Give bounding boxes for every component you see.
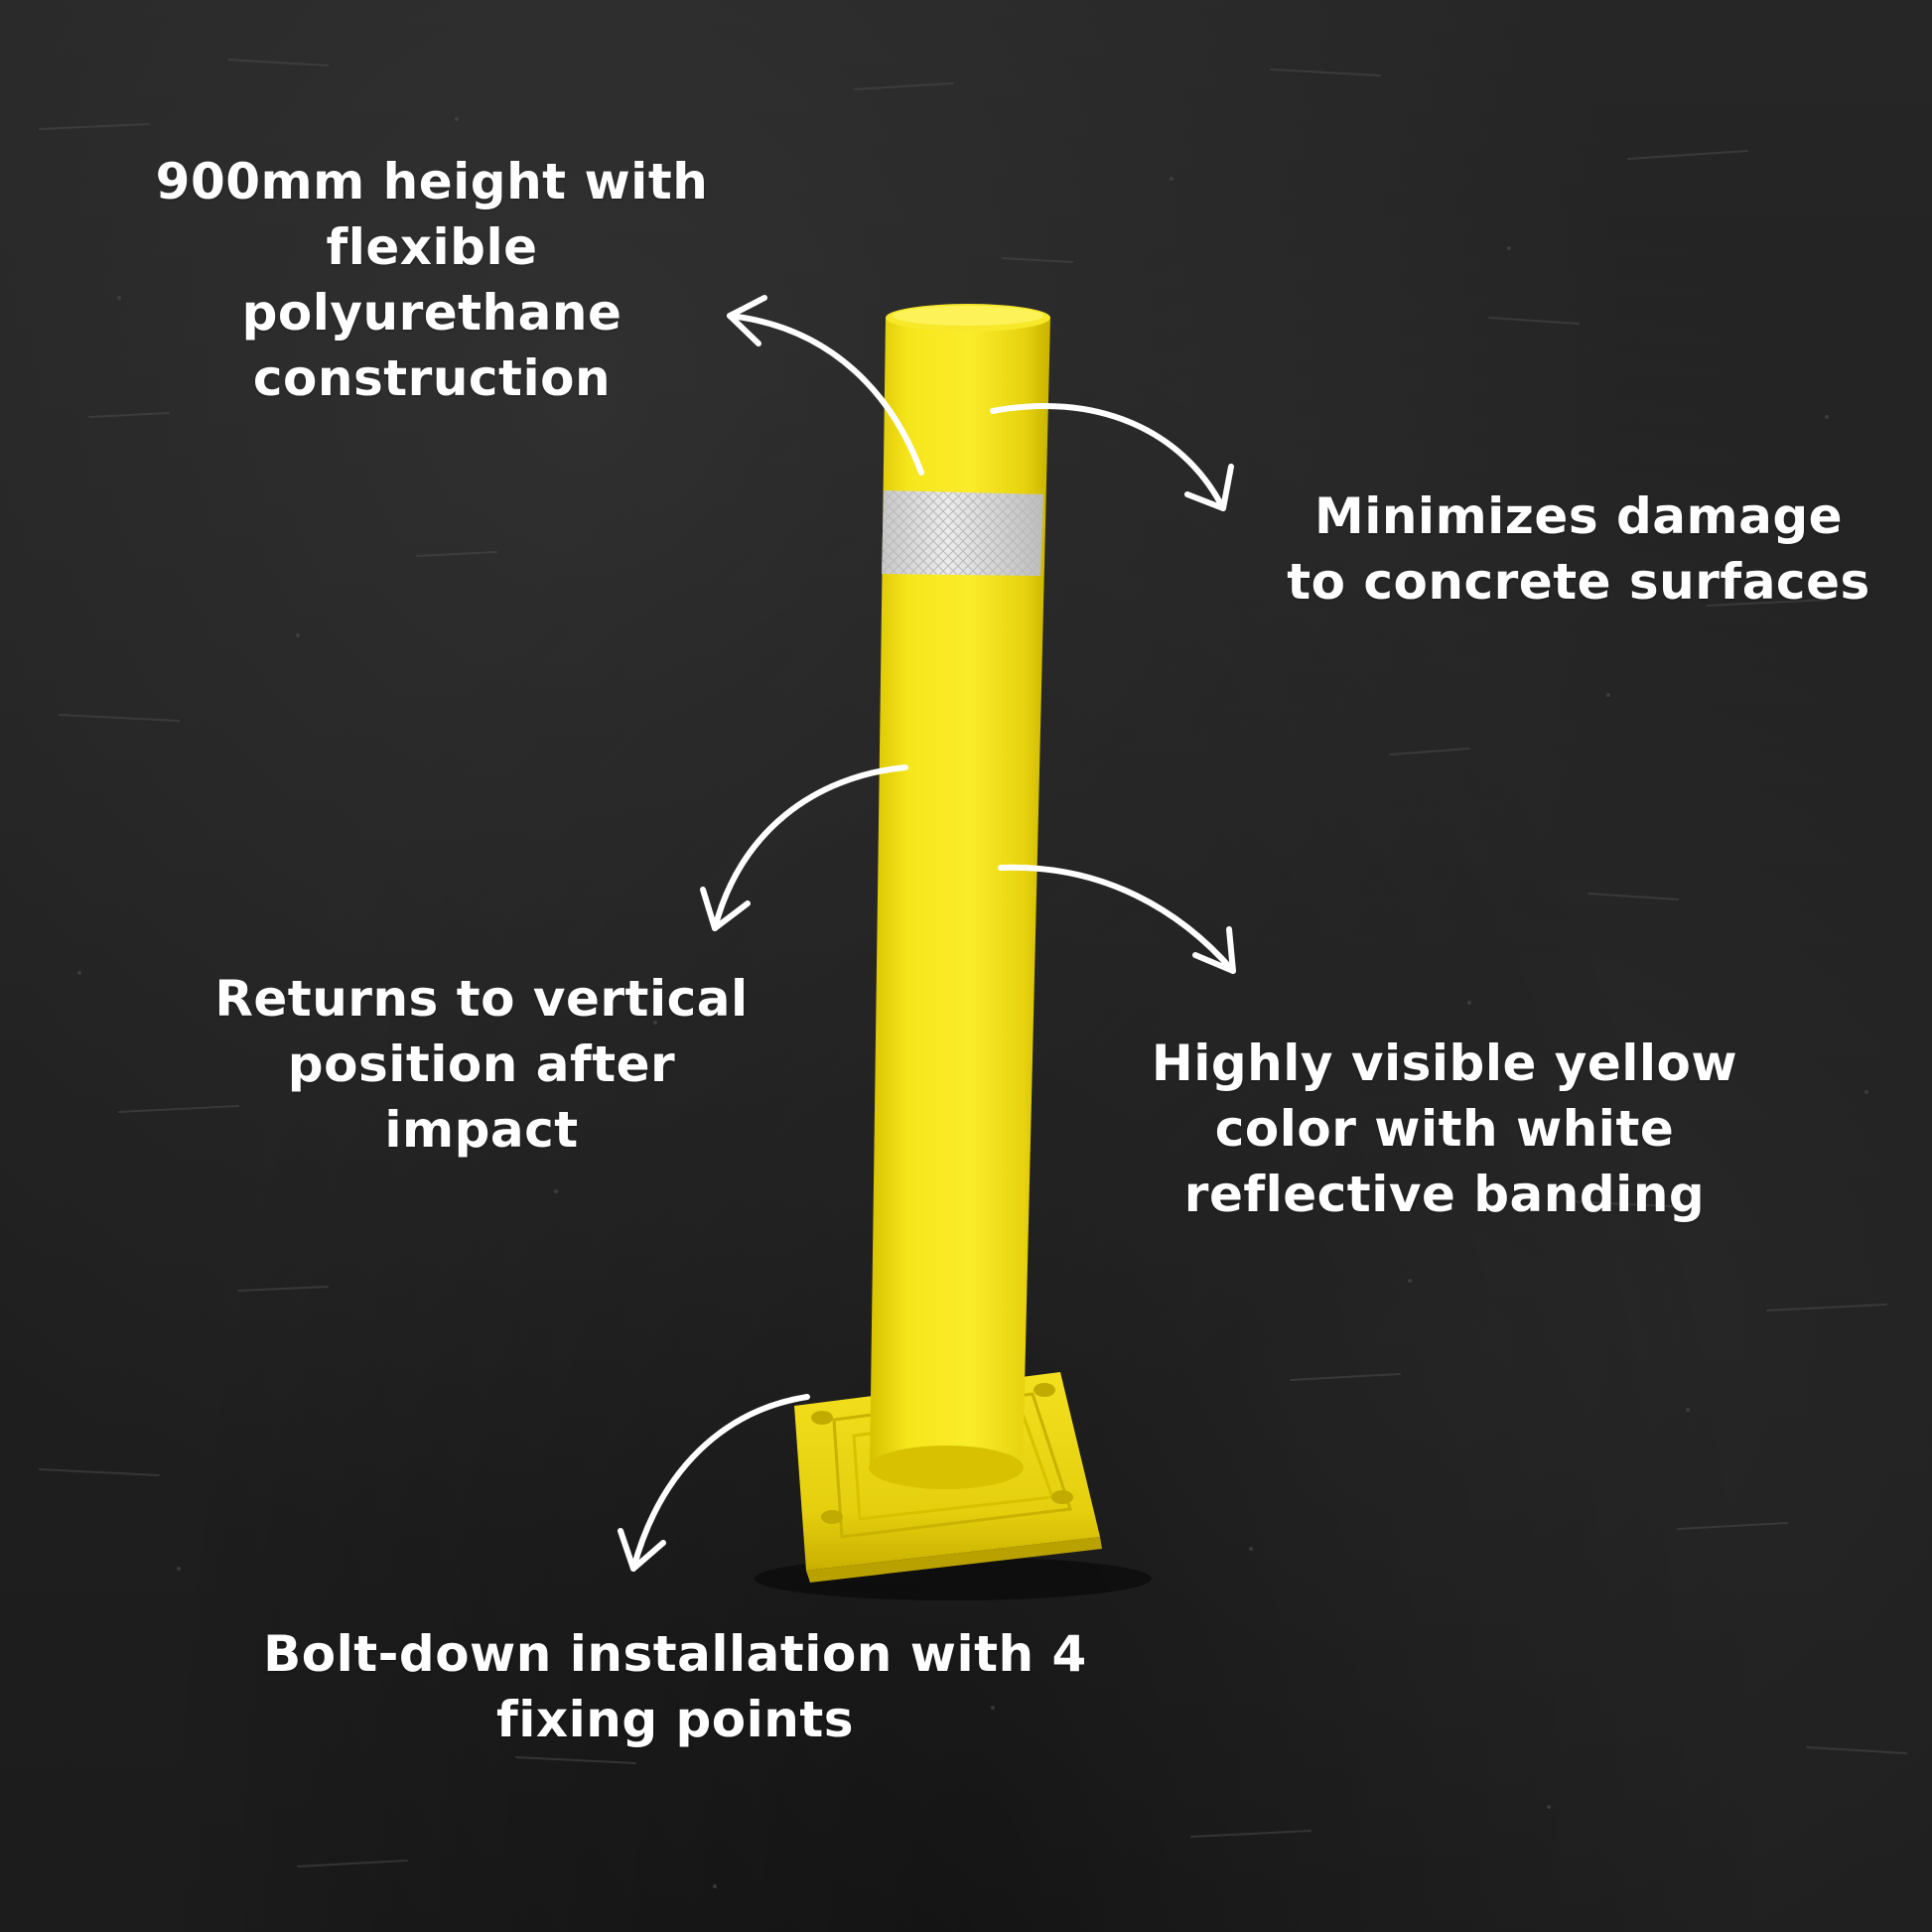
arrow-to-visible-callout: [998, 864, 1236, 974]
fixing-hole: [1034, 1383, 1055, 1397]
callout-damage: Minimizes damage to concrete surfaces: [1287, 487, 1870, 611]
fixing-hole: [811, 1411, 833, 1425]
fixing-hole: [821, 1510, 843, 1524]
callout-bolt: Bolt-down installation with 4 fixing poi…: [263, 1625, 1087, 1748]
callout-height: 900mm height with flexible polyurethane …: [155, 153, 709, 407]
fixing-hole: [1051, 1490, 1073, 1504]
arrow-to-height-callout: [727, 295, 924, 476]
arrow-to-bolt-callout: [618, 1394, 810, 1572]
arrow-to-damage-callout: [990, 402, 1234, 511]
arrow-to-return-callout: [700, 764, 908, 931]
bollard-post: [869, 304, 1050, 1489]
callout-return: Returns to vertical position after impac…: [214, 970, 749, 1159]
callout-visible: Highly visible yellow color with white r…: [1151, 1035, 1738, 1223]
reflective-band: [882, 490, 1043, 576]
